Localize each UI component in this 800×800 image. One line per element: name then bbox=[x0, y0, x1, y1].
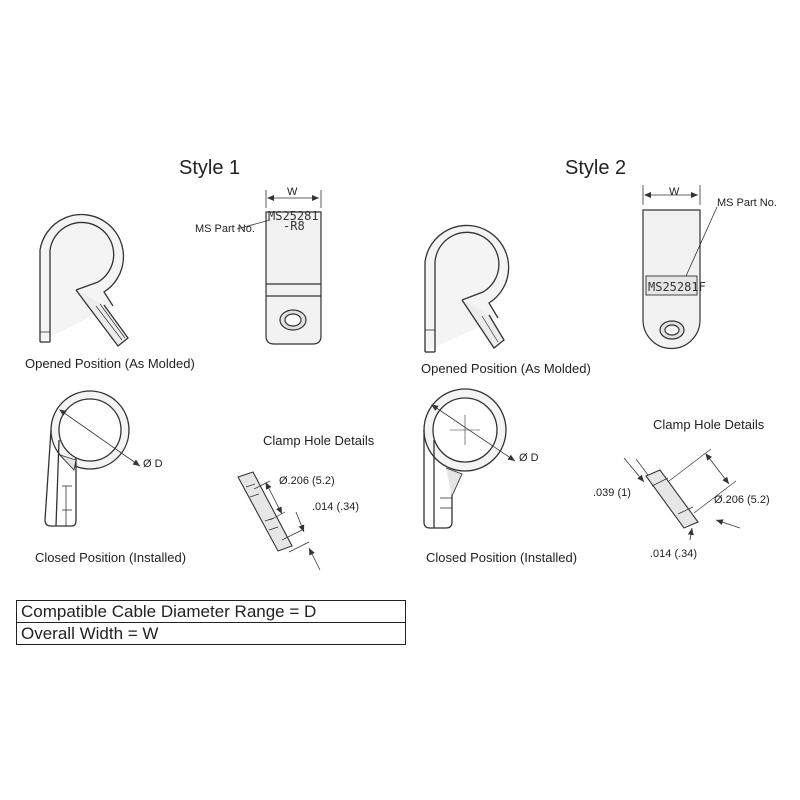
style1-diameter-label: Ø D bbox=[143, 458, 163, 470]
style2-side-view: MS25281F bbox=[642, 185, 718, 350]
style1-title: Style 1 bbox=[179, 157, 241, 179]
style2-opened-caption: Opened Position (As Molded) bbox=[421, 361, 591, 376]
style2-hole-detail bbox=[623, 448, 741, 541]
style1-hole-details-title: Clamp Hole Details bbox=[263, 433, 375, 448]
style2-thickness: .014 (.34) bbox=[650, 548, 698, 560]
legend-table: Compatible Cable Diameter Range = D Over… bbox=[16, 600, 406, 645]
legend-row-diameter: Compatible Cable Diameter Range = D bbox=[21, 602, 317, 621]
style1-hole-diameter: Ø.206 (5.2) bbox=[279, 475, 335, 487]
style2-depth: .039 (1) bbox=[593, 487, 631, 499]
style2-closed-clamp bbox=[423, 388, 516, 529]
style1-opened-clamp bbox=[39, 213, 129, 347]
style1-width-label: W bbox=[287, 186, 298, 198]
style2-ms-part-label: MS Part No. bbox=[717, 197, 777, 209]
style1-closed-caption: Closed Position (Installed) bbox=[35, 550, 187, 565]
style2-diameter-label: Ø D bbox=[519, 452, 539, 464]
style2-hole-details-title: Clamp Hole Details bbox=[653, 417, 765, 432]
style1-side-view: MS25281 -R8 bbox=[236, 190, 322, 345]
style2-width-label: W bbox=[669, 186, 680, 198]
style2-hole-diameter: Ø.206 (5.2) bbox=[714, 494, 770, 506]
style2-opened-clamp bbox=[424, 224, 510, 353]
style1-closed-clamp bbox=[44, 390, 141, 527]
style2-closed-caption: Closed Position (Installed) bbox=[426, 550, 578, 565]
style2-stamp: MS25281F bbox=[648, 280, 706, 294]
style1-stamp-line1: MS25281 bbox=[268, 209, 319, 223]
style1-thickness: .014 (.34) bbox=[312, 501, 360, 513]
style1-opened-caption: Opened Position (As Molded) bbox=[25, 356, 195, 371]
style1-stamp-line2: -R8 bbox=[283, 219, 305, 233]
style2-title: Style 2 bbox=[565, 157, 627, 179]
style1-ms-part-label: MS Part No. bbox=[195, 223, 255, 235]
legend-row-width: Overall Width = W bbox=[17, 622, 405, 644]
style1-hole-detail bbox=[237, 471, 321, 571]
